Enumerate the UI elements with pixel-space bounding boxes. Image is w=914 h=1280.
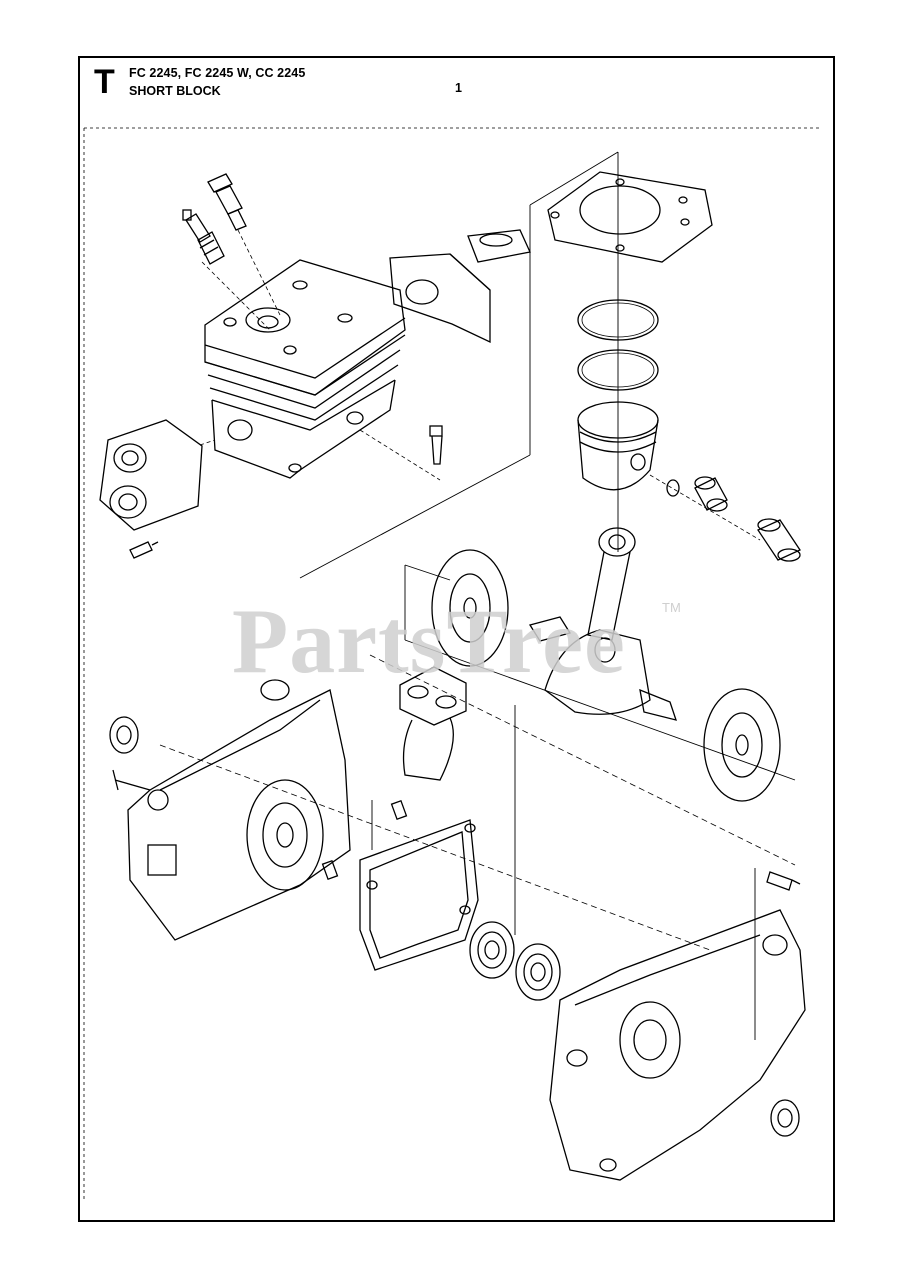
head-gasket xyxy=(547,171,713,263)
piston-pin xyxy=(757,518,801,562)
exhaust-gasket xyxy=(467,229,531,263)
watermark-trademark: TM xyxy=(662,600,681,615)
dowel-pin-lower xyxy=(321,859,339,881)
crank-counterweight-left xyxy=(431,549,509,667)
spark-plug xyxy=(182,209,225,265)
intake-screw xyxy=(129,541,159,559)
cylinder xyxy=(204,259,406,479)
intake-manifold xyxy=(99,419,203,531)
page-frame xyxy=(78,56,835,1222)
cylinder-screw xyxy=(429,425,443,465)
decompression-valve xyxy=(207,173,247,231)
section-letter: T xyxy=(94,63,115,101)
seal-right xyxy=(770,1099,800,1137)
intake-boot xyxy=(399,666,467,781)
piston-ring-lower xyxy=(577,349,659,391)
crank-counterweight-right xyxy=(703,688,781,802)
watermark: PartsTree xyxy=(232,590,626,692)
muffler-flange xyxy=(389,253,491,344)
model-list: FC 2245, FC 2245 W, CC 2245 xyxy=(129,66,306,80)
dashed-border xyxy=(83,127,822,1200)
needle-bearing xyxy=(694,476,728,512)
crankcase-screw xyxy=(766,871,801,891)
crankcase-gasket xyxy=(359,819,479,971)
connecting-rod xyxy=(587,527,636,641)
dowel-pin-upper xyxy=(390,799,408,821)
crankcase-left xyxy=(112,679,351,941)
leader-lines xyxy=(159,151,796,1040)
diagram-title: SHORT BLOCK xyxy=(129,84,221,98)
ball-bearing-left xyxy=(469,921,515,979)
piston-circlip xyxy=(666,479,680,497)
crankcase-right xyxy=(549,909,806,1181)
seal-left xyxy=(109,716,139,754)
piston xyxy=(577,401,659,491)
page-number: 1 xyxy=(455,81,462,95)
piston-ring-upper xyxy=(577,299,659,341)
ball-bearing-right xyxy=(515,943,561,1001)
